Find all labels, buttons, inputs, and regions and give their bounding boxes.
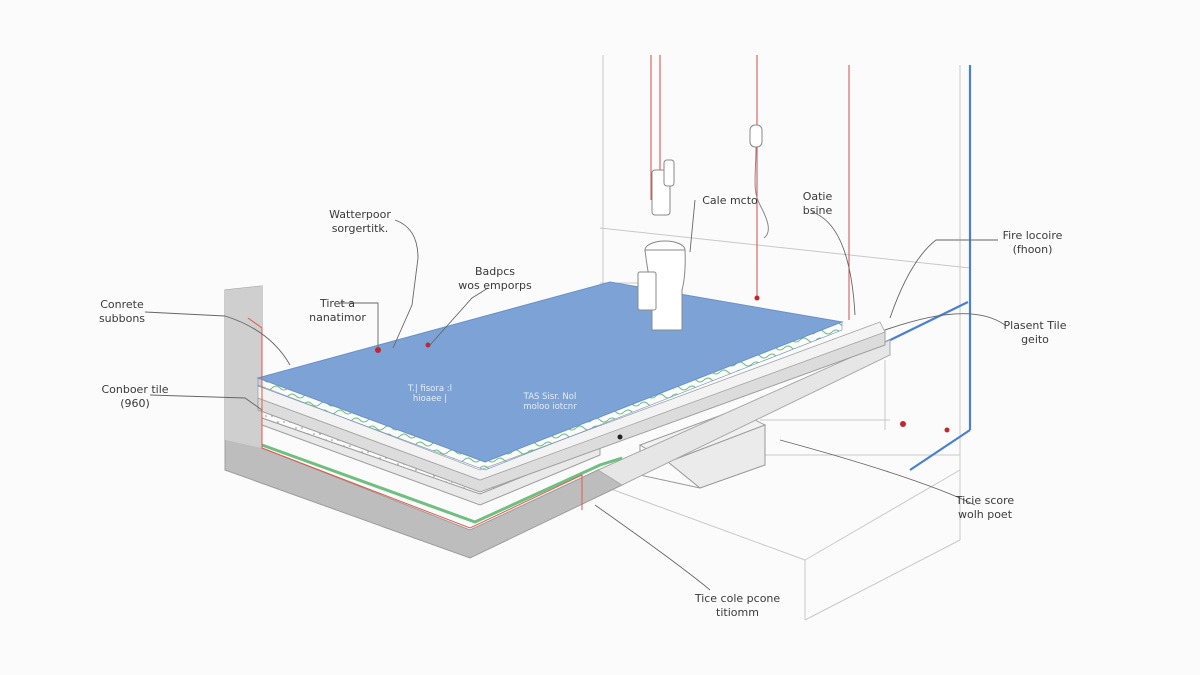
room-wall-lines: [599, 55, 971, 621]
label-fire: Fire locoire (fhoon): [1002, 229, 1063, 256]
concrete-slab: [224, 285, 891, 559]
surface-text-right: TAS Sisr. Nol moloo iotcnr: [523, 392, 577, 412]
leader-lines: [144, 199, 1006, 591]
shower-fixture-icon: [663, 124, 769, 239]
blue-supply-pipe: [879, 65, 972, 471]
label-tiret: Tiret a nanatimor: [309, 297, 366, 324]
toilet-icon: [637, 169, 686, 331]
red-drain-pipe: [247, 317, 583, 529]
label-oatie: Oatie bsine: [802, 190, 833, 217]
label-waterproof: Watterpoor sorgertitk.: [329, 208, 391, 235]
marker-dots: [375, 295, 950, 440]
label-backpcs: Badpcs wos emporps: [458, 265, 532, 292]
mesh-layer: [261, 443, 623, 524]
label-cale: Cale mcto: [702, 194, 758, 207]
label-tice-cole: Tice cole pcone titiomm: [694, 592, 781, 619]
waterproof-membrane-top: [256, 281, 844, 463]
label-plasent: Plasent Tile geito: [1003, 319, 1067, 346]
label-concrete: Conrete subbons: [98, 298, 146, 325]
label-ticie-score: Ticie score wolh poet: [955, 494, 1015, 521]
label-conboer: Conboer tile (960): [101, 383, 169, 410]
surface-text-left: T.| fisora :l hioaee |: [407, 384, 453, 404]
